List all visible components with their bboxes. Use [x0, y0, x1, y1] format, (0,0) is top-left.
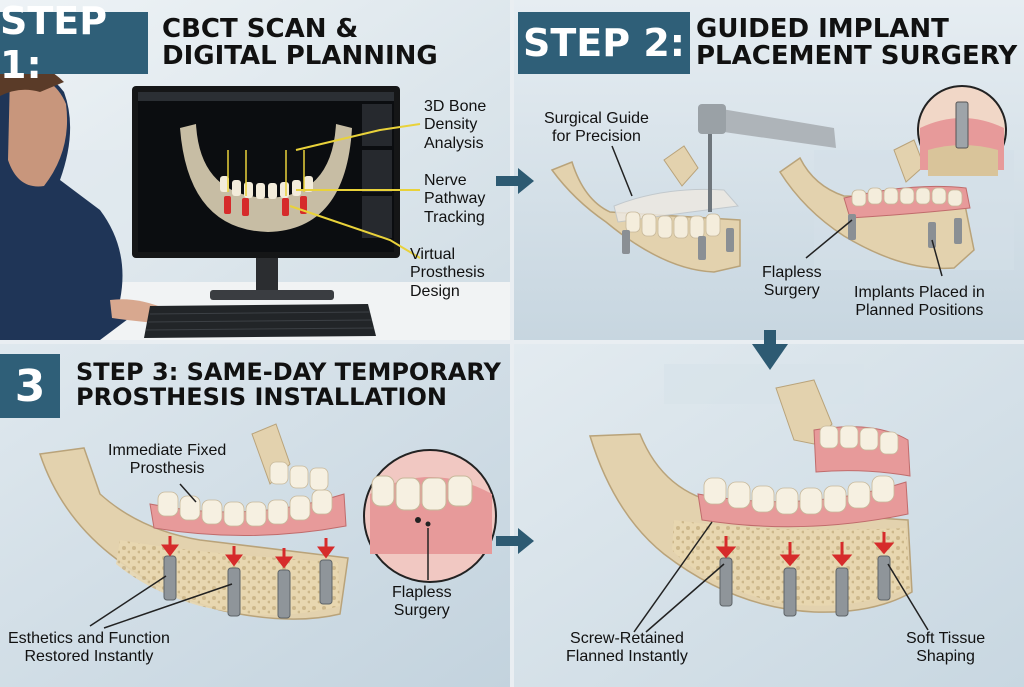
label-surgical-guide-line1: Surgical Guide — [544, 110, 649, 127]
step3-badge: 3 — [0, 354, 60, 418]
label-implants-placed: Implants Placed in Planned Positions — [854, 284, 985, 321]
label-surgical-guide: Surgical Guide for Precision — [544, 110, 649, 147]
step1-title: CBCT SCAN & DIGITAL PLANNING — [162, 14, 438, 72]
step3-title-line1: STEP 3: SAME-DAY TEMPORARY — [76, 358, 501, 386]
panel-step2-background — [514, 0, 1024, 340]
label-esthetics-function: Esthetics and Function Restored Instantl… — [8, 630, 170, 667]
step1-badge: STEP 1: — [0, 0, 148, 87]
label-flapless-surgery-2-line1: Flapless — [762, 264, 822, 281]
label-virtual-prosthesis-line3: Design — [410, 282, 460, 300]
step2-title-line1: GUIDED IMPLANT — [696, 14, 949, 44]
panel-step4: Screw-Retained Flanned Instantly Soft Ti… — [514, 344, 1024, 687]
label-bone-density-line2: Density — [424, 116, 478, 134]
step1-title-line1: CBCT SCAN & — [162, 14, 359, 44]
panel-step3-background — [0, 344, 510, 687]
label-screw-retained: Screw-Retained Flanned Instantly — [566, 630, 688, 667]
label-nerve-pathway-line2: Pathway — [424, 190, 486, 208]
label-soft-tissue: Soft Tissue Shaping — [906, 630, 985, 667]
label-flapless-surgery-3-line2: Surgery — [393, 602, 450, 620]
label-bone-density-line1: 3D Bone — [424, 98, 487, 115]
label-nerve-pathway-line1: Nerve — [424, 172, 467, 189]
label-flapless-surgery-3: Flapless Surgery — [392, 584, 452, 621]
step3-title: STEP 3: SAME-DAY TEMPORARY PROSTHESIS IN… — [76, 358, 501, 412]
label-soft-tissue-line1: Soft Tissue — [906, 630, 986, 647]
label-screw-retained-line2: Flanned Instantly — [566, 648, 688, 666]
label-esthetics-function-line1: Esthetics and Function — [8, 630, 170, 647]
step3-title-line2: PROSTHESIS INSTALLATION — [76, 383, 447, 412]
label-bone-density: 3D Bone Density Analysis — [424, 98, 486, 153]
label-virtual-prosthesis-line1: Virtual — [410, 246, 456, 263]
step1-title-line2: DIGITAL PLANNING — [162, 41, 438, 72]
label-nerve-pathway: Nerve Pathway Tracking — [424, 172, 485, 227]
label-surgical-guide-line2: for Precision — [552, 128, 641, 146]
label-implants-placed-line1: Implants Placed in — [854, 284, 985, 301]
label-screw-retained-line1: Screw-Retained — [570, 630, 684, 647]
panel-step4-background — [514, 344, 1024, 687]
label-flapless-surgery-3-line1: Flapless — [392, 584, 452, 601]
step2-title-line2: PLACEMENT SURGERY — [696, 41, 1018, 72]
label-immediate-prosthesis-line1: Immediate Fixed — [108, 442, 227, 459]
label-bone-density-line3: Analysis — [424, 134, 484, 152]
label-virtual-prosthesis: Virtual Prosthesis Design — [410, 246, 485, 301]
label-implants-placed-line2: Planned Positions — [855, 302, 984, 320]
panel-step2: STEP 2: GUIDED IMPLANT PLACEMENT SURGERY… — [514, 0, 1024, 340]
label-flapless-surgery-2-line2: Surgery — [763, 282, 820, 300]
label-esthetics-function-line2: Restored Instantly — [24, 648, 154, 666]
label-immediate-prosthesis: Immediate Fixed Prosthesis — [108, 442, 226, 479]
label-flapless-surgery-2: Flapless Surgery — [762, 264, 822, 301]
panel-step3: 3 STEP 3: SAME-DAY TEMPORARY PROSTHESIS … — [0, 344, 510, 687]
label-immediate-prosthesis-line2: Prosthesis — [129, 460, 205, 478]
step2-title: GUIDED IMPLANT PLACEMENT SURGERY — [696, 14, 1018, 72]
label-virtual-prosthesis-line2: Prosthesis — [410, 264, 485, 282]
label-nerve-pathway-line3: Tracking — [424, 208, 485, 226]
step2-badge: STEP 2: — [518, 12, 690, 74]
panel-step1: STEP 1: CBCT SCAN & DIGITAL PLANNING 3D … — [0, 0, 510, 340]
label-soft-tissue-line2: Shaping — [916, 648, 975, 666]
